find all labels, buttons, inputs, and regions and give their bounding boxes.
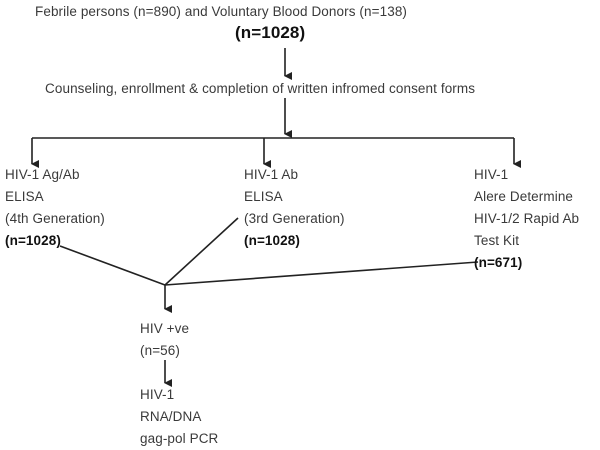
- rapid-line-1: HIV-1: [474, 167, 509, 182]
- elisa4-line-1: HIV-1 Ag/Ab: [5, 167, 80, 182]
- consent-step-label: Counseling, enrollment & completion of w…: [45, 81, 476, 96]
- rapid-count: (n=671): [474, 255, 523, 270]
- elisa4-line-3: (4th Generation): [5, 211, 105, 226]
- elisa4-line-2: ELISA: [5, 189, 44, 204]
- rapid-test-box: HIV-1 Alere Determine HIV-1/2 Rapid Ab T…: [474, 164, 579, 274]
- hiv-positive-count: (n=56): [140, 343, 180, 358]
- rapid-line-4: Test Kit: [474, 233, 520, 248]
- pcr-line-2: RNA/DNA: [140, 409, 202, 424]
- elisa4-count: (n=1028): [5, 233, 61, 248]
- pcr-box: HIV-1 RNA/DNA gag-pol PCR: [140, 384, 218, 450]
- pcr-line-3: gag-pol PCR: [140, 431, 219, 446]
- elisa3-line-1: HIV-1 Ab: [244, 167, 299, 182]
- pcr-line-1: HIV-1: [140, 387, 175, 402]
- elisa3-line-3: (3rd Generation): [244, 211, 345, 226]
- converge-from-elisa4: [59, 245, 166, 286]
- total-count: (n=1028): [235, 23, 306, 42]
- source-population-label: Febrile persons (n=890) and Voluntary Bl…: [35, 4, 408, 19]
- rapid-line-3: HIV-1/2 Rapid Ab: [474, 211, 580, 226]
- converge-from-rapid: [164, 261, 479, 286]
- elisa-3rd-gen-box: HIV-1 Ab ELISA (3rd Generation) (n=1028): [244, 164, 345, 252]
- converge-from-elisa3: [164, 217, 239, 286]
- hiv-positive-label: HIV +ve: [140, 321, 190, 336]
- hiv-positive-box: HIV +ve (n=56): [140, 318, 189, 362]
- elisa-4th-gen-box: HIV-1 Ag/Ab ELISA (4th Generation) (n=10…: [5, 164, 105, 252]
- elisa3-line-2: ELISA: [244, 189, 283, 204]
- elisa3-count: (n=1028): [244, 233, 300, 248]
- rapid-line-2: Alere Determine: [474, 189, 574, 204]
